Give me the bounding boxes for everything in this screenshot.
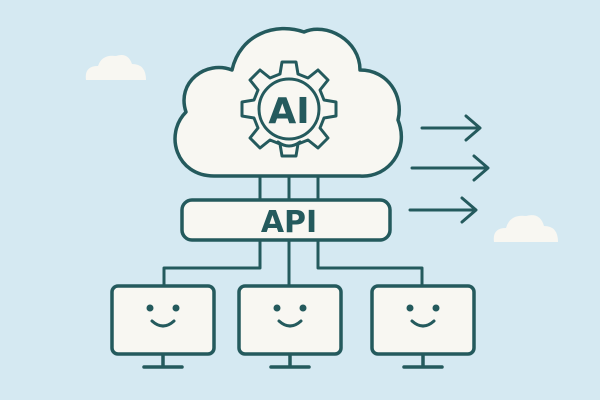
monitor-icon — [370, 284, 476, 369]
api-box — [180, 198, 392, 242]
smiley-face-icon — [273, 304, 307, 328]
monitor-icon — [110, 284, 216, 369]
arrow-right-icon — [408, 196, 478, 224]
smiley-face-icon — [406, 304, 440, 328]
cloud-api-connectors — [258, 176, 320, 200]
arrow-right-icon — [410, 154, 490, 182]
monitor-icon — [237, 284, 343, 369]
smiley-face-icon — [146, 304, 180, 328]
background-cloud-left-icon — [85, 55, 146, 80]
gear-icon — [240, 60, 338, 158]
api-label: API — [261, 205, 317, 240]
arrow-right-icon — [420, 114, 482, 142]
ai-label: AI — [268, 91, 309, 132]
api-client-connectors — [162, 240, 424, 286]
background-cloud-right-icon — [493, 215, 558, 242]
